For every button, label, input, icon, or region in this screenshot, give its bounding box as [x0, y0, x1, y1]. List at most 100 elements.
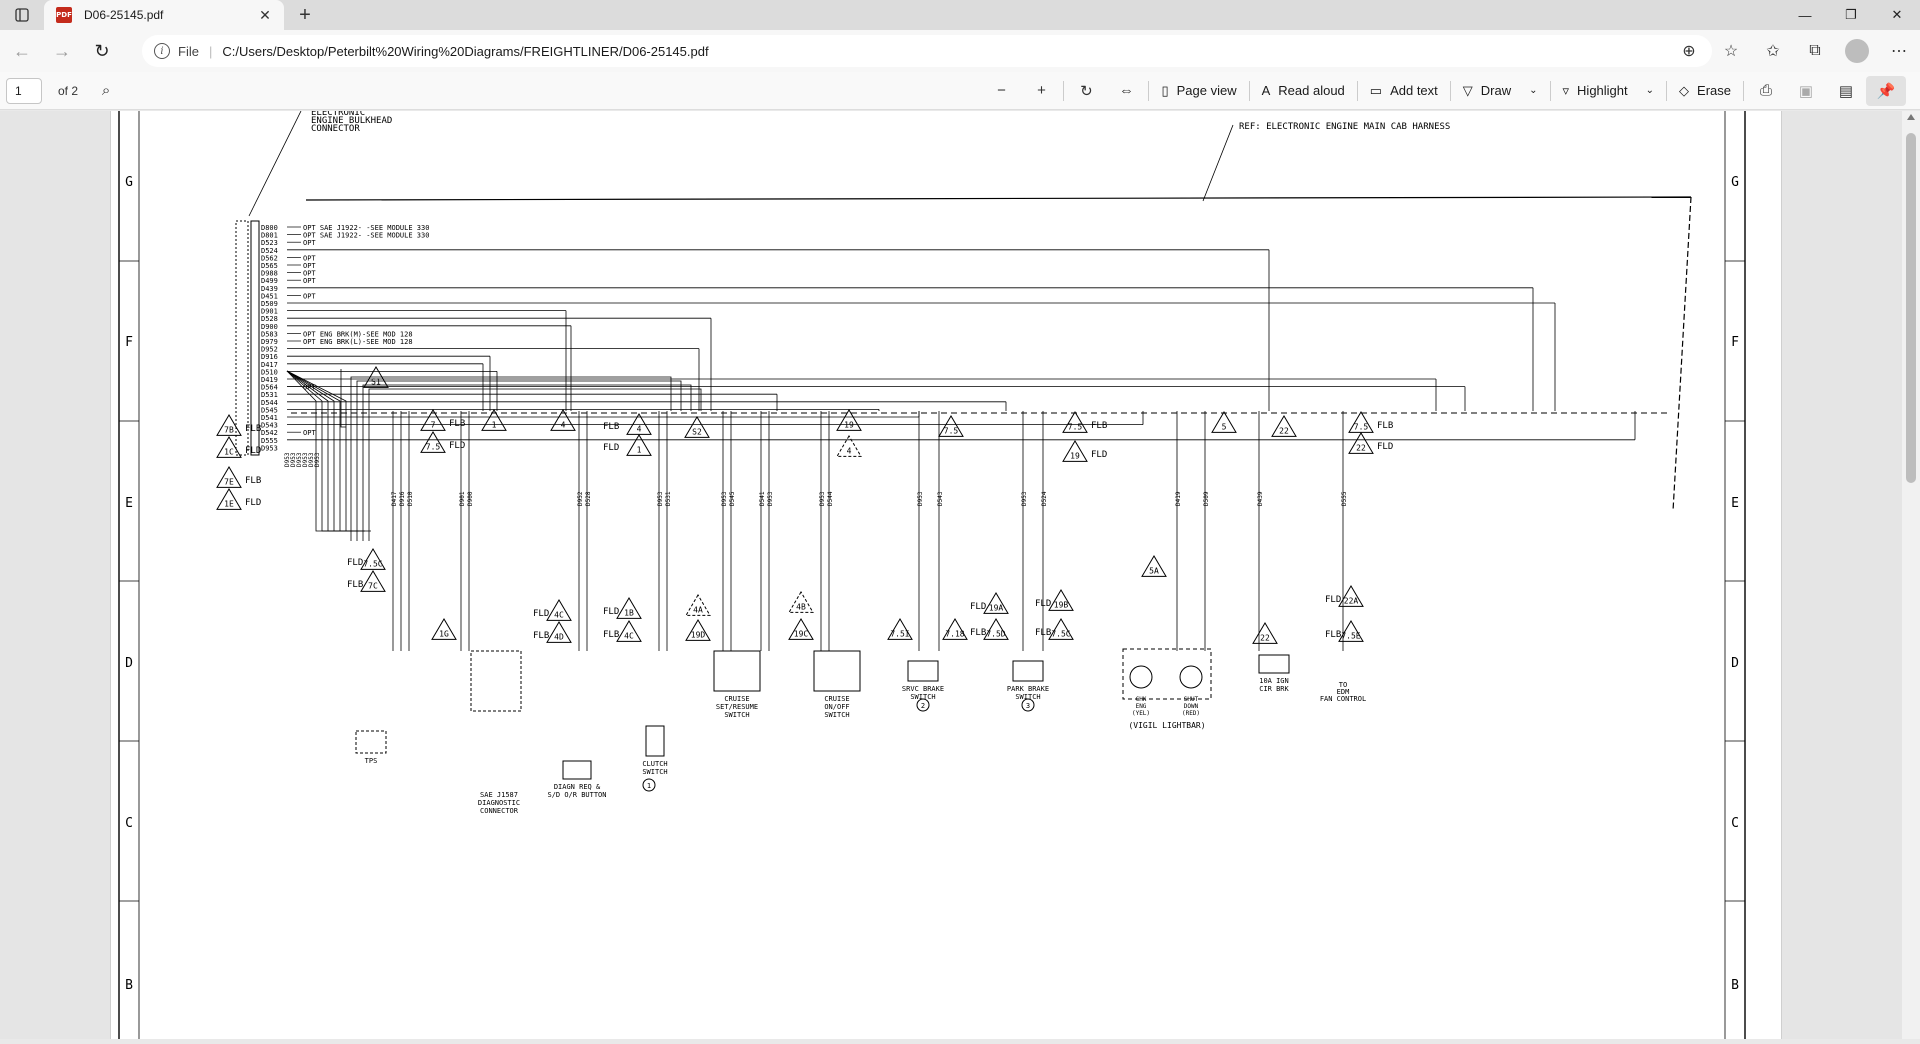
print-icon[interactable]: ⎙	[1759, 82, 1772, 99]
wire-label: D531	[665, 491, 672, 506]
wire-label: D541	[759, 491, 766, 506]
note-triangle	[550, 409, 576, 431]
draw-button[interactable]: ▽Draw⌄	[1453, 76, 1548, 106]
note-triangle-label: S1	[371, 377, 381, 386]
ign-circuit-breaker-label: 10A IGN	[1259, 677, 1289, 685]
note-code: FLD	[347, 558, 363, 568]
circuit-id: D544	[261, 399, 278, 407]
wire-label: D953	[1021, 491, 1028, 506]
note-triangle	[1348, 432, 1374, 454]
note-triangle-label: 22	[1356, 443, 1366, 452]
harness-ref-label: REF: ELECTRONIC ENGINE MAIN CAB HARNESS	[1239, 122, 1450, 132]
note-triangle-label: 22A	[1344, 596, 1359, 605]
note-triangle	[546, 621, 572, 643]
note-triangle	[1271, 415, 1297, 437]
wire	[305, 196, 1692, 201]
tab-actions-button[interactable]	[0, 0, 44, 30]
save-icon[interactable]: ▣	[1798, 82, 1814, 100]
note-triangle	[216, 488, 242, 510]
fit-width-icon[interactable]: ⇔	[1118, 82, 1134, 99]
circuit-id: D499	[261, 277, 278, 285]
circuit-note: OPT	[303, 429, 316, 437]
page-number-input[interactable]: 1	[6, 77, 42, 104]
zoom-in-icon[interactable]: +	[1037, 82, 1046, 99]
note-code: FLB	[1035, 628, 1051, 638]
note-triangle-label: 4B	[796, 602, 806, 611]
chevron-down-icon[interactable]: ⌄	[1529, 85, 1538, 96]
note-triangle-label: 7C	[368, 581, 378, 590]
close-tab-button[interactable]: ✕	[259, 6, 271, 23]
note-triangle-label: 4D	[554, 632, 564, 641]
circuit-note: OPT	[303, 292, 316, 300]
zoom-out-icon[interactable]: −	[997, 82, 1006, 99]
switch-ref-number: 1	[647, 782, 651, 790]
search-icon[interactable]: ⌕	[101, 82, 111, 99]
tab-title: D06-25145.pdf	[84, 8, 164, 22]
highlight-button[interactable]: ▿Highlight⌄	[1553, 76, 1665, 106]
diag-connector-label: CONNECTOR	[480, 807, 519, 815]
wire-label: D953	[296, 452, 303, 467]
circuit-id: D510	[261, 368, 278, 376]
url-scheme: File	[178, 43, 199, 59]
restore-button[interactable]: ❐	[1845, 7, 1857, 22]
save-as-icon[interactable]: ▤	[1838, 82, 1854, 100]
note-triangle-label: 1G	[439, 629, 449, 638]
note-triangle-label: 19B	[1054, 600, 1069, 609]
address-field[interactable]: i File | C:/Users/Desktop/Peterbilt%20Wi…	[142, 35, 1712, 67]
tab-pdf[interactable]: PDF D06-25145.pdf ✕	[44, 0, 284, 30]
diag-connector-label: SAE J1587	[480, 791, 518, 799]
collections-icon[interactable]: ⧉	[1809, 42, 1821, 59]
note-triangle-label: 7.5	[1068, 422, 1083, 431]
circuit-id: D900	[261, 323, 278, 331]
profile-avatar[interactable]	[1845, 39, 1869, 63]
erase-button[interactable]: ◇Erase	[1669, 76, 1741, 106]
zoom-icon[interactable]: ⊕	[1682, 43, 1696, 60]
note-triangle-label: 19	[844, 420, 854, 429]
scrollbar-thumb[interactable]	[1906, 133, 1916, 483]
note-triangle	[1048, 618, 1074, 640]
note-triangle-label: 5	[1222, 422, 1227, 431]
rotate-icon[interactable]: ↻	[1080, 82, 1093, 100]
minimize-button[interactable]: —	[1798, 7, 1812, 23]
note-code: FLB	[1091, 421, 1107, 431]
wire-label: D953	[308, 452, 315, 467]
note-code: FLB	[603, 630, 619, 640]
pin-toolbar-icon[interactable]: 📌	[1866, 75, 1906, 106]
cruise-set-switch-label: SWITCH	[724, 711, 749, 719]
vertical-scrollbar[interactable]	[1902, 111, 1920, 1039]
wire-label: D953	[284, 452, 291, 467]
refresh-button[interactable]: ↻	[94, 40, 110, 61]
circuit-id: D583	[261, 330, 278, 338]
row-label: C	[1731, 816, 1739, 831]
forward-button[interactable]: →	[53, 40, 71, 61]
favorites-icon[interactable]: ✩	[1766, 43, 1780, 60]
wire	[286, 370, 365, 532]
circuit-note: OPT	[303, 262, 316, 270]
favorite-add-icon[interactable]: ☆	[1723, 43, 1739, 60]
back-button[interactable]: ←	[13, 40, 31, 61]
row-label: G	[125, 175, 133, 190]
more-menu-icon[interactable]: ⋯	[1891, 43, 1907, 60]
wire-label: D439	[1257, 491, 1264, 506]
note-triangle-label: 19C	[794, 629, 809, 638]
row-label: F	[1731, 335, 1739, 350]
wire-label: D953	[314, 452, 321, 467]
new-tab-button[interactable]: +	[299, 3, 311, 26]
info-icon[interactable]: i	[154, 43, 170, 59]
note-triangle	[836, 435, 862, 457]
scroll-up-icon[interactable]	[1907, 114, 1915, 120]
row-label: C	[125, 816, 133, 831]
circuit-note: OPT SAE J1922- -SEE MODULE 330	[303, 232, 429, 240]
cruise-onoff-switch-label: ON/OFF	[824, 703, 849, 711]
wire-label: D545	[729, 491, 736, 506]
page-view-button[interactable]: ▯Page view	[1151, 76, 1246, 106]
close-window-button[interactable]: ✕	[1891, 7, 1903, 22]
chevron-down-icon[interactable]: ⌄	[1645, 85, 1655, 96]
switch-ref-number: 2	[921, 702, 925, 710]
circuit-id: D916	[261, 353, 278, 361]
note-triangle	[836, 409, 862, 431]
note-triangle	[938, 415, 964, 437]
add-text-button[interactable]: ▭Add text	[1360, 76, 1448, 106]
